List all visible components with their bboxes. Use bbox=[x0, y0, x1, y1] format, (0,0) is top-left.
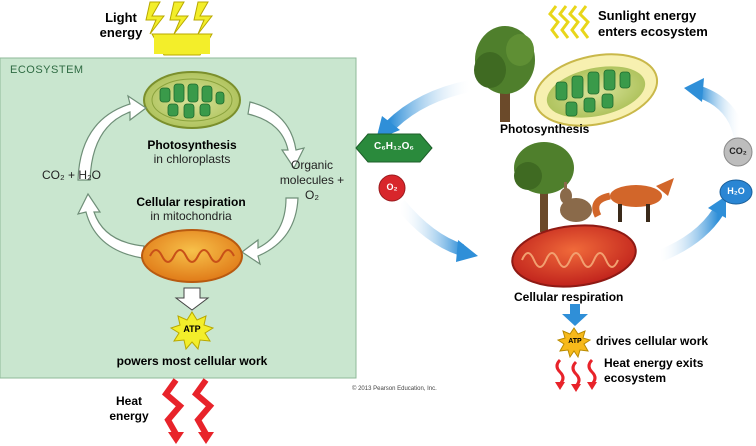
arrow-resp-to-h2o bbox=[657, 208, 724, 262]
co2-label: CO₂ bbox=[729, 146, 747, 156]
co2-h2o-label: CO₂ + H₂O bbox=[42, 168, 101, 182]
sunlight-line2: enters ecosystem bbox=[598, 24, 708, 39]
chloroplast-large-icon bbox=[533, 53, 659, 127]
co2-circle bbox=[723, 137, 753, 167]
h2o-label: H₂O bbox=[727, 186, 745, 196]
cellular-respiration-right-label: Cellular respiration bbox=[514, 290, 624, 304]
light-beam bbox=[154, 36, 210, 54]
photosynthesis-sub: in chloroplasts bbox=[153, 152, 231, 166]
mitochondrion-large-icon bbox=[511, 224, 637, 288]
tree-icon bbox=[474, 26, 535, 122]
heat-energy-line1: Heat bbox=[115, 394, 142, 408]
tree-small-icon bbox=[514, 142, 574, 232]
heat-exits-line1: Heat energy exits bbox=[604, 356, 704, 370]
light-energy-line2: energy bbox=[99, 25, 143, 40]
heat-arrows-left bbox=[161, 378, 215, 436]
atp-burst-icon bbox=[169, 311, 215, 351]
chloroplast-icon bbox=[143, 71, 241, 129]
mitochondrion-icon bbox=[141, 229, 243, 283]
ecosystem-label: ECOSYSTEM bbox=[10, 64, 84, 76]
atp-label-left: ATP bbox=[183, 324, 201, 334]
heat-energy-label: Heat energy bbox=[104, 394, 154, 424]
fox-icon bbox=[592, 178, 674, 222]
organic-line1: Organic bbox=[290, 158, 334, 172]
down-arrow-atp bbox=[174, 287, 210, 311]
glucose-hexagon bbox=[355, 133, 433, 163]
ecosystem-box bbox=[0, 57, 357, 379]
powers-label: powers most cellular work bbox=[116, 354, 268, 368]
respiration-title: Cellular respiration bbox=[136, 195, 246, 209]
copyright-label: © 2013 Pearson Education, Inc. bbox=[352, 386, 437, 392]
sunlight-label: Sunlight energy enters ecosystem bbox=[598, 8, 708, 40]
arrow-photo-to-glucose bbox=[385, 80, 472, 131]
heat-energy-line2: energy bbox=[109, 409, 149, 423]
arrow-co2-to-photo bbox=[697, 86, 746, 140]
atp-label-right: ATP bbox=[568, 338, 582, 345]
atp-burst-right-icon bbox=[556, 327, 592, 359]
h2o-oval bbox=[719, 179, 753, 205]
o2-label: O₂ bbox=[386, 182, 398, 192]
sunlight-bolts-right bbox=[548, 5, 590, 39]
respiration-block: Cellular respiration in mitochondria bbox=[116, 195, 266, 223]
sunlight-line1: Sunlight energy bbox=[598, 8, 697, 23]
photosynthesis-right-label: Photosynthesis bbox=[500, 122, 590, 136]
arrow-o2-to-resp bbox=[395, 200, 464, 256]
photosynthesis-title: Photosynthesis bbox=[147, 138, 237, 152]
heat-exits-line2: ecosystem bbox=[604, 371, 667, 385]
light-energy-label: Light energy bbox=[96, 10, 146, 40]
down-arrow-atp-right bbox=[562, 304, 588, 326]
drives-work-label: drives cellular work bbox=[596, 334, 709, 348]
cycle-arrows bbox=[76, 94, 306, 266]
o2-circle bbox=[378, 174, 406, 202]
light-energy-line1: Light bbox=[105, 10, 137, 25]
respiration-sub: in mitochondria bbox=[150, 209, 232, 223]
heat-arrows-right bbox=[555, 358, 597, 388]
glucose-label: C₆H₁₂O₆ bbox=[374, 141, 414, 152]
heat-exits-label: Heat energy exits ecosystem bbox=[604, 356, 703, 386]
organic-molecules-label: Organic molecules + O₂ bbox=[272, 158, 352, 203]
rabbit-icon bbox=[560, 182, 592, 222]
photosynthesis-block: Photosynthesis in chloroplasts bbox=[130, 138, 254, 166]
organic-line2: molecules + O₂ bbox=[279, 173, 345, 202]
